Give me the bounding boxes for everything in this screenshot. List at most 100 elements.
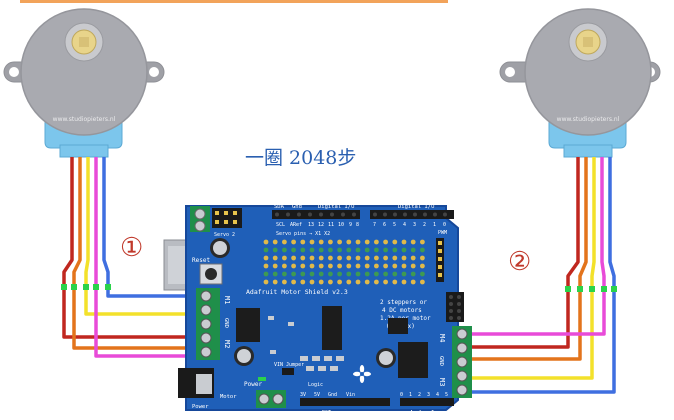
svg-text:Gnd: Gnd	[328, 392, 337, 398]
proto-hole	[374, 255, 379, 261]
proto-hole	[364, 263, 370, 269]
motor-left-number: ①	[120, 233, 143, 263]
proto-hole	[392, 271, 398, 277]
proto-hole	[364, 271, 370, 277]
proto-hole	[272, 279, 278, 285]
proto-hole	[300, 255, 306, 261]
svg-text:2: 2	[423, 222, 426, 228]
proto-hole	[282, 279, 287, 285]
proto-hole	[282, 255, 287, 261]
proto-hole	[401, 271, 407, 277]
proto-hole	[374, 271, 379, 277]
digital-io-left-label: Digital I/O	[318, 204, 354, 210]
motor-left-watermark: www.studiopieters.nl	[53, 116, 116, 123]
motor-right-wires	[470, 157, 616, 394]
proto-hole	[364, 247, 370, 253]
prototyping-area	[263, 239, 425, 285]
proto-hole	[383, 263, 388, 269]
proto-hole	[401, 263, 407, 269]
svg-text:5: 5	[445, 392, 448, 398]
svg-text:0: 0	[443, 222, 446, 228]
proto-hole	[346, 255, 352, 261]
proto-hole	[346, 279, 352, 285]
proto-hole	[300, 263, 306, 269]
proto-hole	[346, 263, 352, 269]
proto-hole	[374, 279, 379, 285]
aref-label: ARef	[290, 222, 302, 228]
pin-numbers-right: 7 6 5 4 3 2 1 0	[373, 222, 446, 228]
proto-hole	[263, 239, 269, 245]
proto-hole	[291, 255, 296, 261]
proto-hole	[328, 255, 333, 261]
svg-text:10: 10	[338, 222, 344, 228]
svg-text:11: 11	[328, 222, 334, 228]
proto-hole	[410, 263, 416, 269]
bottom-pin-labels: 3V 5V Gnd Vin RST Analog In 0 1 2 3 4 5	[300, 392, 448, 416]
proto-hole	[401, 247, 407, 253]
proto-hole	[420, 255, 425, 261]
svg-text:4: 4	[403, 222, 406, 228]
svg-text:12: 12	[318, 222, 324, 228]
proto-hole	[291, 263, 296, 269]
m4-label: M4	[438, 334, 446, 342]
proto-hole	[291, 271, 296, 277]
proto-hole	[410, 255, 416, 261]
proto-hole	[374, 239, 379, 245]
m2-label: M2	[223, 340, 231, 348]
svg-text:3V: 3V	[300, 392, 306, 398]
svg-text:Vin: Vin	[346, 392, 355, 398]
proto-hole	[272, 263, 278, 269]
pwm-label: PWM	[438, 230, 447, 236]
proto-hole	[392, 255, 398, 261]
proto-hole	[346, 271, 352, 277]
vin-jumper-label: VIN Jumper	[274, 362, 304, 368]
pin-numbers-left: 13 12 11 10 9 8	[308, 222, 359, 228]
proto-hole	[282, 247, 287, 253]
proto-hole	[282, 271, 287, 277]
proto-hole	[355, 255, 361, 261]
proto-hole	[300, 271, 306, 277]
proto-hole	[420, 279, 425, 285]
gnd-label: Gnd	[292, 204, 302, 210]
proto-hole	[374, 263, 379, 269]
proto-hole	[410, 247, 416, 253]
proto-hole	[272, 247, 278, 253]
proto-hole	[410, 239, 416, 245]
proto-hole	[291, 279, 296, 285]
driver-ic-left	[236, 308, 260, 342]
proto-hole	[383, 279, 388, 285]
proto-hole	[263, 271, 269, 277]
proto-hole	[355, 247, 361, 253]
proto-hole	[318, 279, 324, 285]
proto-hole	[337, 255, 342, 261]
proto-hole	[420, 239, 425, 245]
proto-hole	[263, 279, 269, 285]
svg-text:5V: 5V	[314, 392, 320, 398]
proto-hole	[383, 271, 388, 277]
svg-text:2 steppers or: 2 steppers or	[380, 299, 427, 306]
proto-hole	[355, 263, 361, 269]
proto-hole	[346, 247, 352, 253]
proto-hole	[364, 239, 370, 245]
proto-hole	[272, 271, 278, 277]
proto-hole	[309, 247, 315, 253]
proto-hole	[272, 255, 278, 261]
m1-label: M1	[223, 296, 231, 304]
proto-hole	[300, 247, 306, 253]
adafruit-flower-icon	[353, 365, 371, 383]
proto-hole	[318, 239, 324, 245]
svg-text:3: 3	[413, 222, 416, 228]
proto-hole	[346, 239, 352, 245]
stepper-motor-left-icon: www.studiopieters.nl	[3, 8, 165, 158]
driver-ic-middle	[322, 306, 342, 350]
proto-hole	[420, 263, 425, 269]
adafruit-motor-shield: SDA Gnd Digital I/O Digital I/O SCL ARef…	[178, 200, 472, 416]
proto-hole	[337, 271, 342, 277]
proto-hole	[420, 271, 425, 277]
stepper-motor-right-icon: www.studiopieters.nl	[499, 8, 661, 158]
proto-hole	[355, 239, 361, 245]
proto-hole	[328, 279, 333, 285]
proto-hole	[364, 279, 370, 285]
proto-hole	[263, 263, 269, 269]
